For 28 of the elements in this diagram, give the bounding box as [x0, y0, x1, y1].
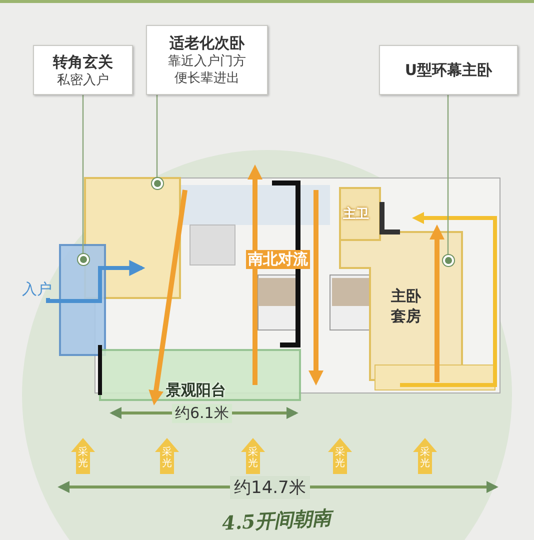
target-dot [78, 254, 89, 265]
dimension-label: 约6.1米 [172, 404, 232, 423]
callout-title: 转角玄关 [53, 52, 113, 72]
leader-line [447, 95, 449, 255]
callout-title: 适老化次卧 [170, 33, 244, 53]
area-label: 南北对流 [246, 250, 310, 269]
callout-box [379, 45, 518, 95]
room-label: 景观阳台 [166, 381, 226, 400]
room-label: 主卫 [343, 206, 369, 223]
arrow [46, 260, 146, 303]
callout-box [146, 25, 268, 95]
sunlight-label: 采光 [162, 447, 172, 469]
callout-title: U型环幕主卧 [404, 60, 492, 80]
entry-label: 入户 [17, 280, 57, 298]
sunlight-label: 采光 [248, 447, 258, 469]
target-dot [443, 255, 454, 266]
callout-box [33, 45, 133, 95]
sunlight-label: 采光 [78, 447, 88, 469]
sunlight-label: 采光 [335, 447, 345, 469]
caption-text: 4.5开间朝南 [221, 506, 332, 537]
leader-line [156, 95, 158, 178]
dimension-label: 约14.7米 [230, 476, 310, 499]
callout-text: 私密入户 [56, 72, 110, 88]
target-dot [152, 178, 163, 189]
leader-line [82, 95, 84, 254]
callout-text: 靠近入户门方便长辈进出 [167, 53, 247, 87]
sunlight-label: 采光 [420, 447, 430, 469]
room-label: 主卧套房 [390, 286, 422, 326]
